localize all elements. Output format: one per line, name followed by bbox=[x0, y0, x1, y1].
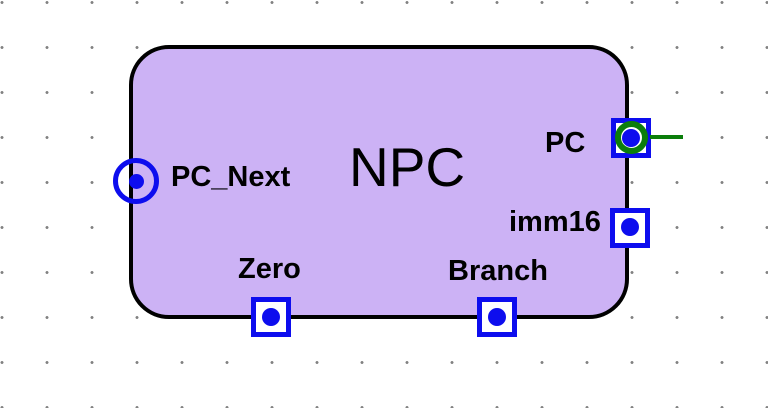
port-label-branch: Branch bbox=[448, 255, 548, 287]
npc-component-body[interactable] bbox=[129, 45, 629, 319]
port-branch-pin[interactable] bbox=[488, 308, 506, 326]
port-label-pc-next: PC_Next bbox=[171, 161, 291, 193]
port-label-imm16: imm16 bbox=[509, 206, 601, 238]
wire-pc[interactable] bbox=[650, 135, 683, 139]
port-label-zero: Zero bbox=[238, 253, 301, 285]
port-pc-next-ring-icon[interactable] bbox=[113, 158, 159, 204]
port-pc-next-pin[interactable] bbox=[129, 174, 144, 189]
port-label-pc: PC bbox=[545, 127, 586, 159]
port-pc-connection-ring-icon bbox=[615, 121, 648, 154]
port-zero-pin[interactable] bbox=[262, 308, 280, 326]
port-imm16-pin[interactable] bbox=[621, 218, 639, 236]
component-title: NPC bbox=[349, 136, 466, 198]
